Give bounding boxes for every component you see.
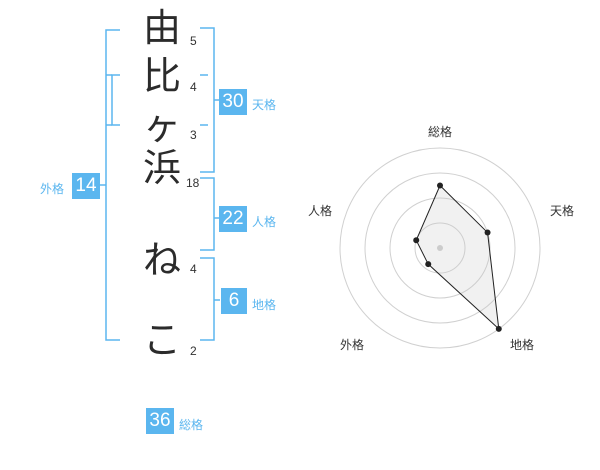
- chikaku-label: 地格: [252, 298, 277, 312]
- radar-axis-label-gaikaku: 外格: [340, 338, 365, 352]
- name-char-2: 比: [142, 54, 181, 98]
- tenkaku-label: 天格: [252, 98, 277, 112]
- radar-axis-label-jinkaku: 人格: [308, 204, 333, 218]
- radar-point-人格: [413, 237, 420, 244]
- name-char-1: 由: [142, 6, 181, 50]
- radar-ring-2: [389, 197, 491, 299]
- gaikaku-label: 外格: [40, 182, 65, 196]
- name-char-4: 浜: [142, 146, 181, 190]
- stroke-count-6: 2: [190, 344, 197, 358]
- stroke-count-3: 3: [190, 128, 197, 142]
- radar-ring-1: [414, 222, 466, 274]
- radar-ring-4: [339, 147, 541, 349]
- radar-axis-label-tenkaku: 天格: [550, 204, 575, 218]
- stroke-count-1: 5: [190, 34, 197, 48]
- name-char-3: ヶ: [142, 104, 181, 148]
- radar-point-地格: [495, 325, 502, 332]
- stroke-count-4: 18: [186, 176, 200, 190]
- radar-axis-label-soukaku: 総格: [428, 125, 453, 139]
- radar-point-総格: [437, 182, 443, 189]
- name-char-6: こ: [142, 318, 181, 362]
- radar-axis-label-chikaku: 地格: [510, 338, 535, 352]
- radar-point-外格: [425, 261, 432, 268]
- radar-series-polygon: [415, 184, 500, 331]
- stroke-count-2: 4: [190, 80, 197, 94]
- chikaku-bracket: [200, 257, 215, 341]
- radar-center-dot: [437, 245, 443, 251]
- chikaku-value: 6: [221, 288, 247, 314]
- jinkaku-bracket: [200, 177, 215, 251]
- soukaku-value: 36: [146, 408, 174, 434]
- gaikaku-value: 14: [72, 173, 100, 199]
- radar-point-天格: [484, 229, 491, 236]
- jinkaku-label: 人格: [252, 215, 277, 229]
- tenkaku-value: 30: [219, 89, 247, 115]
- stroke-count-5: 4: [190, 262, 197, 276]
- name-char-5: ね: [142, 238, 181, 282]
- char-separator-bracket: [111, 74, 120, 126]
- jinkaku-value: 22: [219, 206, 247, 232]
- radar-ring-3: [364, 172, 516, 324]
- soukaku-label: 総格: [179, 418, 204, 432]
